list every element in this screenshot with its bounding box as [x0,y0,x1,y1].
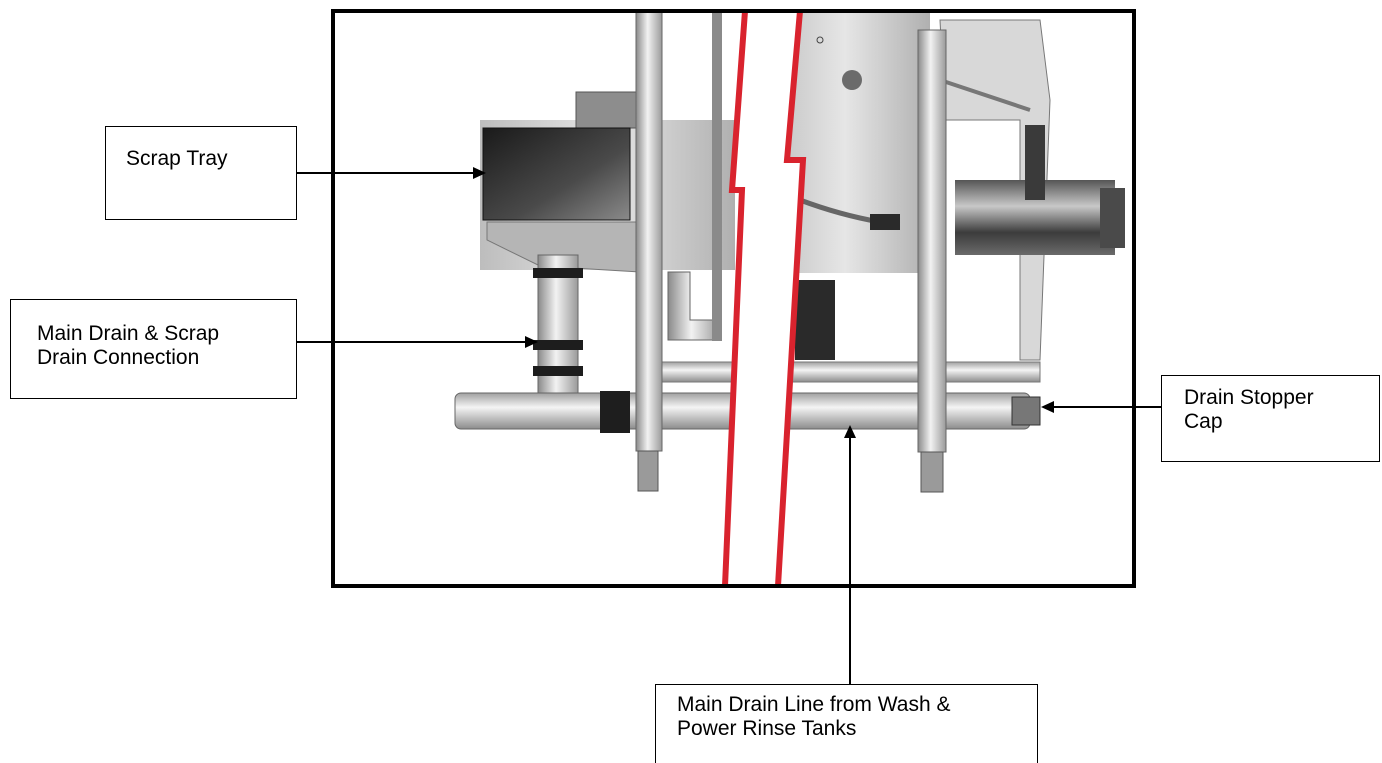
pipe-clamp-2 [533,340,583,350]
tank-top-block [575,91,639,129]
leg-left [635,11,663,452]
arrowhead-scrap-tray [473,167,486,179]
scrap-tray-callout: Scrap Tray [105,126,297,220]
pipe-clamp-3 [533,366,583,376]
break-line-left [722,11,748,586]
rod [712,11,722,341]
tank-hopper [486,221,641,273]
leader-arrows [297,167,1161,684]
drain-stopper-cap-shape [1011,396,1041,426]
arrowhead-main-drain-connection [525,336,538,348]
strut [939,78,1031,112]
rivet-1 [816,36,824,44]
hose-clamp [870,214,900,230]
cross-brace [639,361,1041,383]
drain-stopper-cap-callout: Drain Stopper Cap [1161,375,1380,462]
main-drain-connection-callout: Main Drain & Scrap Drain Connection [10,299,297,399]
break-line-right [775,11,807,586]
callout-text-line-2: Drain Connection [37,346,200,369]
leg-left-foot [637,450,659,492]
scrap-tray-box [482,127,631,221]
leg-right-foot [920,451,944,493]
pipe-clamp-1 [533,268,583,278]
right-bracket [939,19,1051,361]
image-frame [331,9,1136,588]
sensor-knob [842,70,862,90]
drain-coupler [795,280,835,360]
pipe-coupling [600,391,630,433]
callout-text-line-2: Power Rinse Tanks [677,717,857,740]
drain-pipe-vertical [537,254,579,406]
callout-text-line-1: Main Drain & Scrap [37,322,220,345]
callout-text-line-1: Drain Stopper [1184,386,1314,409]
motor-cap [1100,188,1125,248]
leg-right [917,29,947,453]
slot [1025,125,1045,200]
callout-text-line-1: Main Drain Line from Wash & [677,693,951,716]
arrowhead-drain-stopper-cap [1041,401,1054,413]
arrowhead-main-drain-line [844,425,856,438]
main-drain-line-callout: Main Drain Line from Wash & Power Rinse … [655,684,1038,763]
machine-illustration [454,11,1125,586]
callout-text-line-2: Cap [1184,410,1223,433]
callout-text: Scrap Tray [126,147,228,170]
